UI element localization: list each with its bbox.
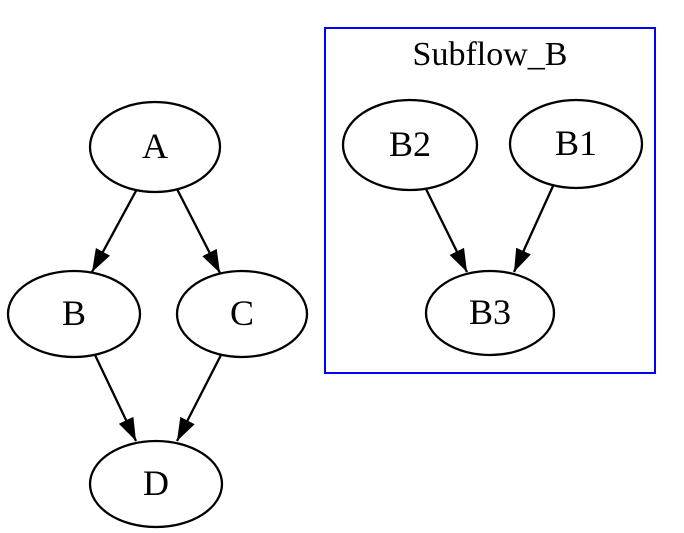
node-B2: B2: [341, 98, 479, 192]
node-A-label: A: [142, 126, 168, 166]
node-B3: B3: [424, 269, 556, 357]
node-B: B: [6, 269, 142, 359]
node-layer: A B C D B2 B1 B3: [6, 98, 644, 529]
edge-C-D: [175, 354, 223, 442]
node-B1: B1: [508, 98, 644, 190]
node-B-label: B: [62, 293, 86, 333]
node-C: C: [175, 269, 309, 359]
node-A-shape: [88, 100, 222, 194]
node-C-shape: [175, 269, 309, 359]
node-D: D: [88, 439, 224, 529]
node-B-shape: [6, 269, 142, 359]
cluster-title: Subflow_B: [413, 36, 568, 73]
edge-B-D: [93, 354, 138, 442]
edge-A-C: [175, 188, 222, 274]
node-B1-label: B1: [555, 123, 597, 163]
node-D-label: D: [143, 463, 169, 503]
cluster-subflow-b: Subflow_B: [324, 27, 656, 374]
node-B3-shape: [424, 269, 556, 357]
node-B3-label: B3: [469, 292, 511, 332]
cluster-border: [324, 27, 656, 374]
edge-B2-B3: [423, 186, 469, 273]
edge-A-B: [90, 188, 139, 273]
node-B1-shape: [508, 98, 644, 190]
node-A: A: [88, 100, 222, 194]
node-B2-label: B2: [389, 124, 431, 164]
edge-layer: [90, 185, 555, 442]
node-C-label: C: [230, 293, 254, 333]
node-B2-shape: [341, 98, 479, 192]
edge-B1-B3: [512, 185, 555, 273]
node-D-shape: [88, 439, 224, 529]
